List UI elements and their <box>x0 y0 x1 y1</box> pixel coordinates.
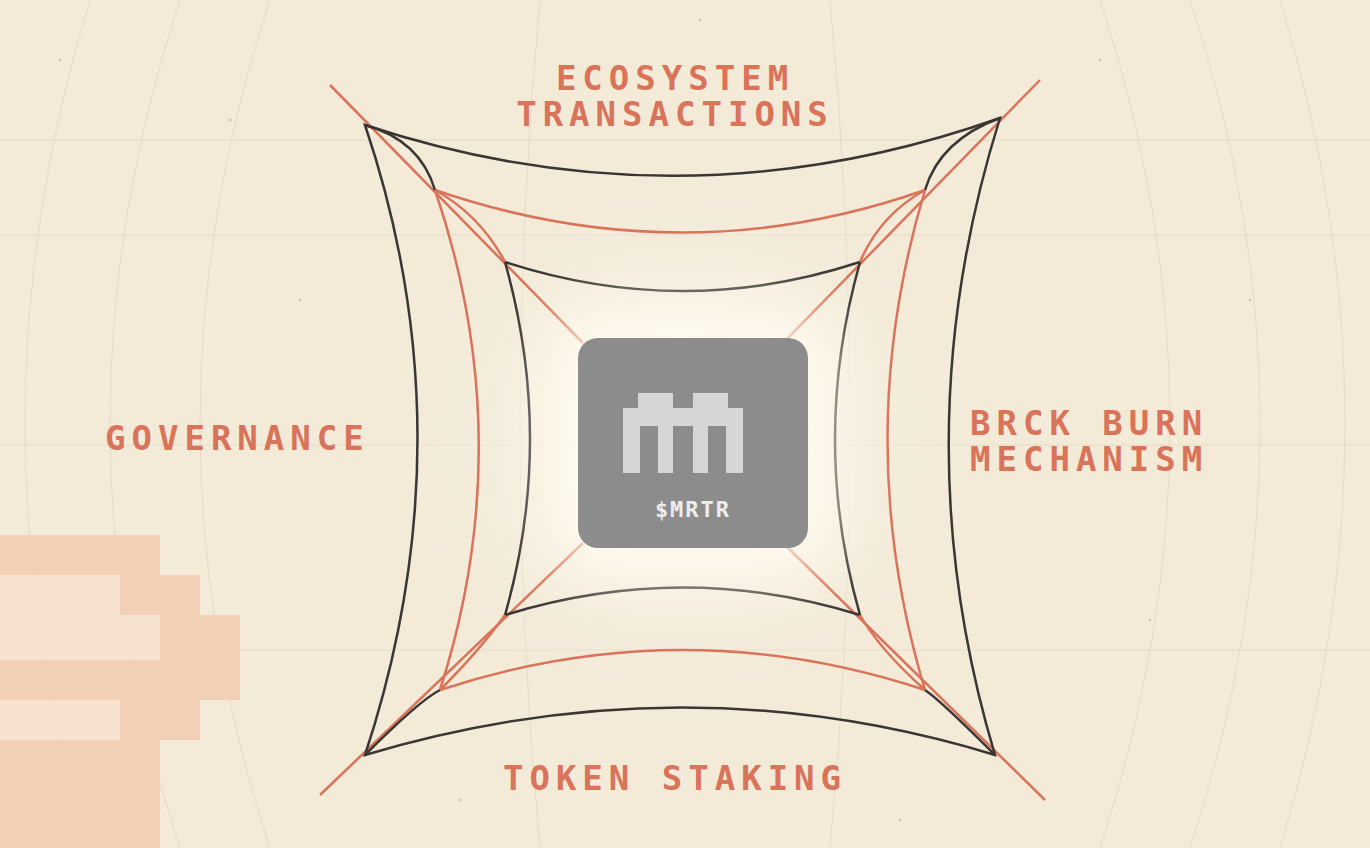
token-ticker: $MRTR <box>578 497 808 522</box>
token-logo-box: $MRTR <box>578 338 808 548</box>
utility-label: GOVERNANCE <box>105 420 370 456</box>
utility-label: BRCK BURN MECHANISM <box>970 405 1250 477</box>
utility-label: TOKEN STAKING <box>503 760 847 796</box>
utility-label: ECOSYSTEM TRANSACTIONS <box>495 60 855 132</box>
